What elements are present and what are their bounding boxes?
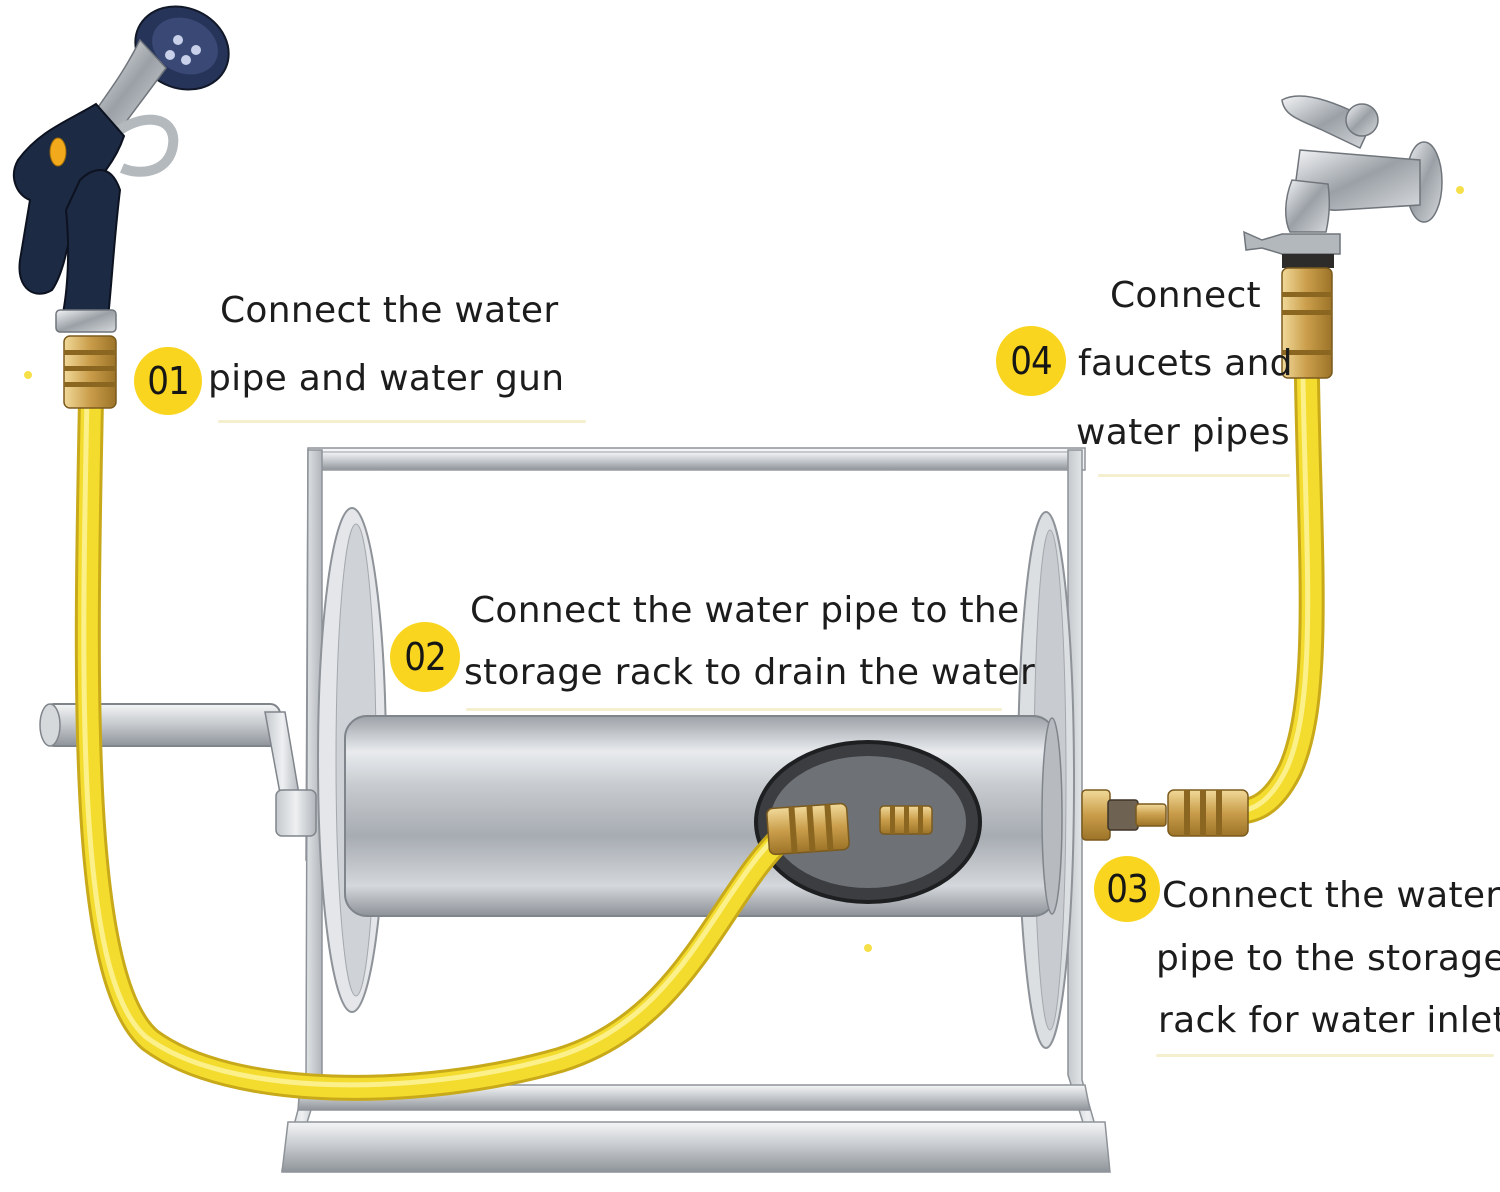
crank-handle [39,703,317,837]
sparkle-dot [24,371,32,379]
step-04-line-2: faucets and [1078,343,1293,384]
sparkle-dot [864,944,872,952]
step-02-badge: 02 [390,622,460,692]
step-01-underline [218,420,586,423]
step-04-line-1: Connect [1110,275,1261,316]
step-01-line-1: Connect the water [220,290,559,331]
step-02-underline [466,708,1002,711]
step-02-line-1: Connect the water pipe to the [470,590,1020,631]
step-01-line-2: pipe and water gun [208,358,565,399]
sparkle-dot [1456,186,1464,194]
step-04-underline [1098,474,1290,477]
step-03-badge: 03 [1094,856,1160,922]
step-04-line-3: water pipes [1076,412,1290,453]
step-02-line-2: storage rack to drain the water [464,652,1036,693]
step-03-line-1: Connect the water [1162,875,1500,916]
reel-base-bar [281,1121,1111,1173]
step-03-line-3: rack for water inlet [1158,1000,1500,1041]
step-01-badge: 01 [134,347,202,415]
drum-hose-coupler [766,802,850,856]
step-03-underline [1156,1054,1494,1057]
faucet-icon [1243,95,1443,379]
inner-connector [879,805,933,835]
step-03-line-2: pipe to the storage [1156,938,1500,979]
step-04-badge: 04 [996,326,1066,396]
right-hose-coupler [1167,789,1249,837]
reel-top-rail [311,451,1083,471]
hose-reel-icon [39,447,1167,1173]
reel-inlet-fitting [1081,789,1167,841]
spray-nozzle-icon [12,5,230,409]
reel-base-rail [297,1084,1091,1111]
